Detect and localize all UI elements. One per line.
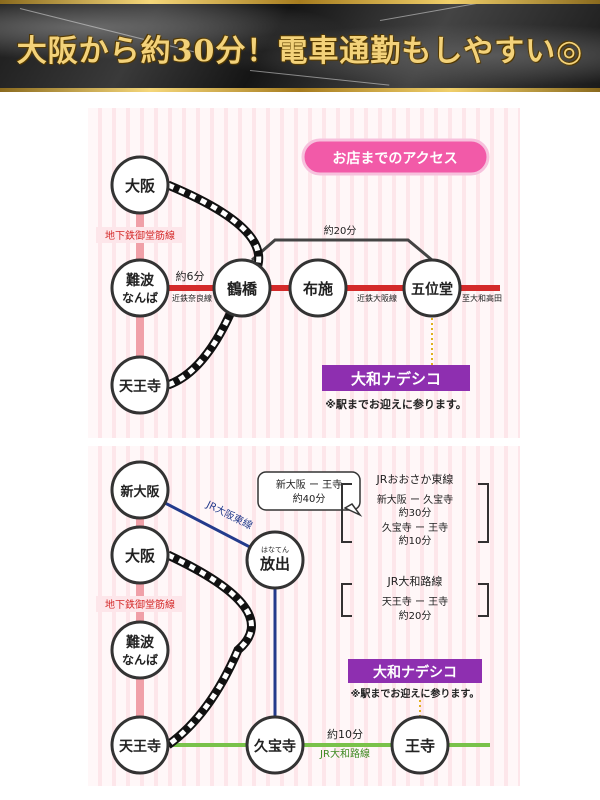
- jr-osaka-higashi-info: JRおおさか東線 新大阪 ー 久宝寺 約30分 久宝寺 ー 王寺 約10分: [341, 472, 489, 547]
- header-banner: 大阪から約30分！電車通勤もしやすい◎: [0, 0, 600, 92]
- station-namba-2: 難波 なんば: [110, 620, 170, 680]
- station-kyuhoji: 久宝寺: [245, 715, 305, 775]
- station-name: 鶴橋: [227, 280, 258, 298]
- midosuji-label-bg: [96, 227, 186, 243]
- store-name: 大和ナデシコ: [351, 370, 441, 388]
- midosuji-label-bg-2: [96, 596, 186, 612]
- midosuji-label-2: 地下鉄御堂筋線: [105, 598, 175, 611]
- info-route: 新大阪 ー 久宝寺: [377, 493, 453, 506]
- station-name: 新大阪: [120, 484, 160, 500]
- namba-time-label: 約6分: [176, 269, 205, 283]
- jr-loop-line-2: [165, 550, 256, 749]
- info-route: 久宝寺 ー 王寺: [382, 521, 448, 534]
- station-goidou: 五位堂: [402, 258, 462, 318]
- info-route: 天王寺 ー 王寺: [382, 596, 448, 608]
- station-tsuruhashi: 鶴橋: [212, 258, 272, 318]
- station-kana: はなてん: [261, 546, 289, 554]
- station-osaka-2: 大阪: [110, 525, 170, 585]
- station-name: 放出: [259, 555, 290, 573]
- kintetsu-nara-label: 近鉄奈良線: [172, 293, 212, 303]
- station-name: 五位堂: [411, 281, 453, 298]
- gold-border-top: [0, 0, 600, 4]
- store-badge-2: 大和ナデシコ: [348, 659, 482, 683]
- station-name: 布施: [303, 280, 333, 298]
- station-name: 天王寺: [119, 379, 161, 395]
- jr-loop-line-2-dash: [166, 552, 254, 748]
- station-tennoji: 天王寺: [110, 355, 170, 415]
- station-name: 大阪: [125, 177, 156, 195]
- station-oji: 王寺: [390, 715, 450, 775]
- kyuhoji-oji-time-label: 約10分: [327, 727, 363, 741]
- info-title: JRおおさか東線: [376, 472, 454, 486]
- pickup-note: ※駅までお迎えに参ります。: [325, 397, 467, 411]
- gold-border-bottom: [0, 88, 600, 92]
- callout-time: 約40分: [293, 492, 326, 505]
- access-button[interactable]: お店までのアクセス: [301, 138, 490, 176]
- station-fuse: 布施: [288, 258, 348, 318]
- pickup-note-2: ※駅までお迎えに参ります。: [351, 687, 480, 700]
- station-kana: なんば: [122, 290, 158, 305]
- info-time: 約10分: [399, 534, 432, 547]
- access-button-label: お店までのアクセス: [332, 150, 457, 167]
- station-shin-osaka: 新大阪: [110, 460, 170, 520]
- page-title: 大阪から約30分！電車通勤もしやすい◎: [16, 34, 584, 69]
- callout-route: 新大阪 ー 王寺: [276, 478, 342, 491]
- midosuji-label: 地下鉄御堂筋線: [105, 229, 175, 242]
- station-osaka: 大阪: [110, 155, 170, 215]
- station-tennoji-2: 天王寺: [110, 715, 170, 775]
- station-kana: なんば: [122, 652, 158, 667]
- store-badge: 大和ナデシコ: [322, 365, 470, 391]
- info-title: JR大和路線: [387, 574, 443, 588]
- station-name: 天王寺: [119, 739, 161, 755]
- info-time: 約20分: [399, 609, 432, 622]
- express-route-line: [251, 238, 433, 262]
- station-hanaten: はなてん 放出: [245, 530, 305, 590]
- station-name: 久宝寺: [253, 738, 296, 755]
- route-callout: 新大阪 ー 王寺 約40分: [257, 471, 363, 517]
- express-time-label: 約20分: [324, 224, 357, 237]
- station-name: 難波: [126, 634, 155, 651]
- info-time: 約30分: [399, 506, 432, 519]
- station-name: 難波: [126, 272, 155, 289]
- kintetsu-osaka-label: 近鉄大阪線: [357, 293, 397, 303]
- station-name: 王寺: [405, 737, 435, 755]
- store-name: 大和ナデシコ: [373, 664, 457, 681]
- station-name: 大阪: [125, 547, 156, 565]
- jr-yamatoji-info: JR大和路線 天王寺 ー 王寺 約20分: [341, 574, 489, 622]
- jr-yamatoji-label: JR大和路線: [319, 747, 370, 760]
- station-namba: 難波 なんば: [110, 258, 170, 318]
- yamato-takada-label: 至大和高田: [462, 293, 502, 303]
